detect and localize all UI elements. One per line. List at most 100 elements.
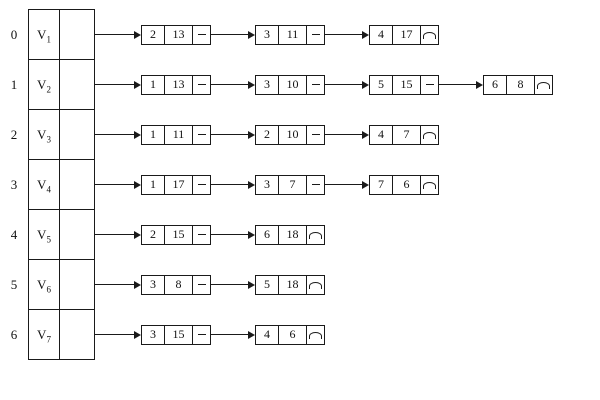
next-arrow (211, 80, 255, 89)
node-target-value: 4 (255, 324, 279, 345)
pointer-dash-icon (197, 34, 206, 35)
arrow-line (95, 234, 134, 235)
head-arrow (95, 230, 141, 239)
node-weight-value: 10 (278, 124, 307, 145)
node-next-pointer-cell (192, 124, 211, 145)
node-target-value: 2 (141, 224, 165, 245)
node-weight-value: 7 (392, 124, 421, 145)
node-weight-value: 18 (278, 224, 307, 245)
arrow-head-icon (134, 280, 141, 289)
vertex-cell: V5 (28, 209, 60, 260)
row-index-label: 1 (10, 76, 18, 92)
vertex-cell: V3 (28, 109, 60, 160)
vertex-label: V4 (37, 176, 51, 195)
node-target-value: 4 (369, 24, 393, 45)
head-pointer-cell (59, 309, 95, 360)
node-weight-value: 11 (164, 124, 193, 145)
arrow-head-icon (248, 80, 255, 89)
arrow-head-icon (362, 130, 369, 139)
arrow-head-icon (134, 130, 141, 139)
next-arrow (211, 180, 255, 189)
node-next-pointer-cell (306, 224, 325, 245)
node-target-value: 7 (369, 174, 393, 195)
arrow-head-icon (362, 180, 369, 189)
vertex-label: V7 (37, 326, 51, 345)
node-next-pointer-cell (534, 74, 553, 95)
node-next-pointer-cell (192, 324, 211, 345)
node-next-pointer-cell (420, 174, 439, 195)
arrow-line (211, 34, 248, 35)
node-weight-value: 7 (278, 174, 307, 195)
node-weight-value: 18 (278, 274, 307, 295)
arrow-line (95, 184, 134, 185)
node-target-value: 6 (255, 224, 279, 245)
pointer-dash-icon (197, 234, 206, 235)
null-terminator-icon (423, 182, 436, 189)
arrow-head-icon (248, 230, 255, 239)
pointer-dash-icon (197, 134, 206, 135)
head-arrow (95, 130, 141, 139)
arrow-line (211, 184, 248, 185)
pointer-dash-icon (197, 284, 206, 285)
arrow-head-icon (134, 230, 141, 239)
node-target-value: 2 (255, 124, 279, 145)
node-weight-value: 11 (278, 24, 307, 45)
node-next-pointer-cell (306, 124, 325, 145)
next-arrow (211, 230, 255, 239)
arrow-line (95, 84, 134, 85)
arrow-head-icon (134, 80, 141, 89)
arrow-head-icon (248, 130, 255, 139)
node-weight-value: 15 (164, 224, 193, 245)
arrow-head-icon (362, 30, 369, 39)
arrow-line (95, 134, 134, 135)
row-index-label: 0 (10, 26, 18, 42)
node-weight-value: 15 (164, 324, 193, 345)
node-next-pointer-cell (420, 124, 439, 145)
head-arrow (95, 330, 141, 339)
node-target-value: 1 (141, 74, 165, 95)
arrow-line (95, 34, 134, 35)
null-terminator-icon (423, 32, 436, 39)
vertex-subscript: 3 (46, 134, 51, 145)
node-target-value: 3 (255, 74, 279, 95)
node-next-pointer-cell (192, 174, 211, 195)
node-next-pointer-cell (306, 74, 325, 95)
node-target-value: 3 (255, 174, 279, 195)
arrow-line (325, 34, 362, 35)
node-next-pointer-cell (306, 324, 325, 345)
node-next-pointer-cell (420, 24, 439, 45)
arrow-head-icon (134, 330, 141, 339)
vertex-label: V5 (37, 226, 51, 245)
node-target-value: 3 (255, 24, 279, 45)
node-target-value: 2 (141, 24, 165, 45)
null-terminator-icon (309, 282, 322, 289)
vertex-subscript: 7 (46, 334, 51, 345)
head-pointer-cell (59, 59, 95, 110)
arrow-head-icon (476, 80, 483, 89)
vertex-label: V3 (37, 126, 51, 145)
arrow-head-icon (248, 330, 255, 339)
node-weight-value: 15 (392, 74, 421, 95)
arrow-head-icon (248, 180, 255, 189)
arrow-line (439, 84, 476, 85)
next-arrow (325, 30, 369, 39)
arrow-line (211, 234, 248, 235)
node-target-value: 1 (141, 174, 165, 195)
